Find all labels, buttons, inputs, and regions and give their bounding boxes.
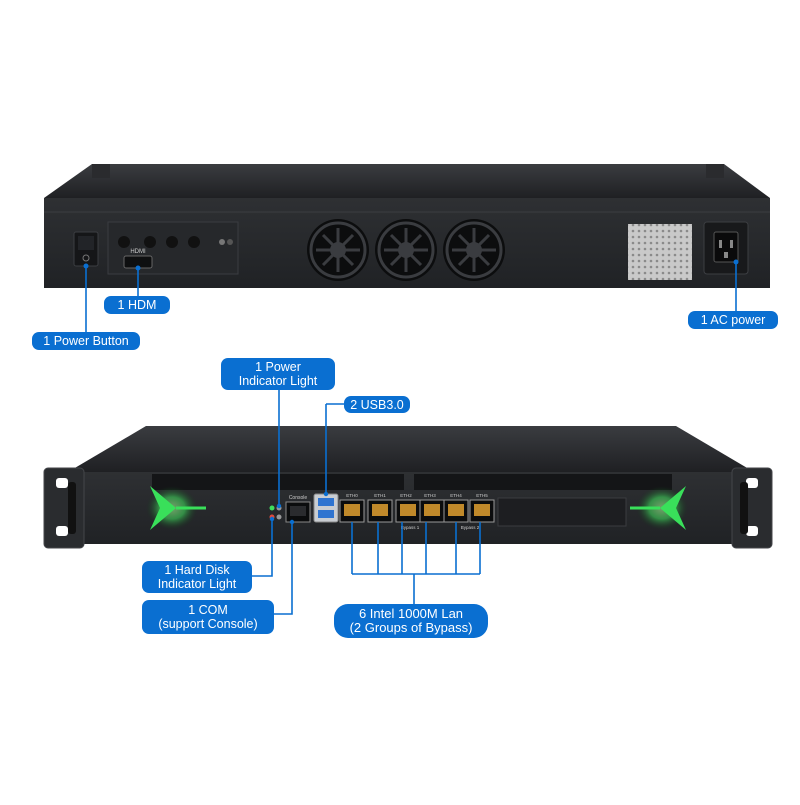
ac-power-label: 1 AC power bbox=[688, 311, 778, 329]
console-port: Console bbox=[285, 495, 311, 523]
lan-port-text-2: ETH2 bbox=[400, 493, 412, 498]
usb-ports bbox=[313, 493, 339, 523]
rear-leader-lines bbox=[85, 262, 737, 332]
hdmi-pointer-dot bbox=[135, 265, 141, 271]
power-indicator-label: 1 Power Indicator Light bbox=[221, 358, 335, 390]
hdmi-port-text: HDMI bbox=[130, 249, 146, 255]
lan-label-line-1: 6 Intel 1000M Lan bbox=[358, 606, 464, 621]
lan-label-line-2: (2 Groups of Bypass) bbox=[349, 620, 473, 635]
rear-io-bracket: HDMI bbox=[107, 221, 239, 275]
bypass-text-2: Bypass 2 bbox=[461, 525, 480, 530]
hard-disk-label-line-1: 1 Hard Disk bbox=[164, 563, 230, 577]
lan-port-text-5: ETH5 bbox=[476, 493, 488, 498]
lan-port-text-0: ETH0 bbox=[346, 493, 358, 498]
rear-power-switch bbox=[73, 231, 99, 267]
lan-label: 6 Intel 1000M Lan (2 Groups of Bypass) bbox=[334, 604, 488, 638]
power-indicator-label-line-2: Indicator Light bbox=[238, 374, 318, 388]
usb-label: 2 USB3.0 bbox=[344, 396, 410, 413]
lan-port-text-4: ETH4 bbox=[450, 493, 462, 498]
hard-disk-indicator-label: 1 Hard Disk Indicator Light bbox=[142, 561, 252, 593]
right-green-led-logo bbox=[630, 486, 688, 530]
rear-fans bbox=[307, 219, 505, 281]
power-button-label: 1 Power Button bbox=[32, 332, 140, 350]
front-chassis bbox=[43, 426, 773, 549]
hard-disk-label-line-2: Indicator Light bbox=[157, 577, 237, 591]
usb-label-text: 2 USB3.0 bbox=[350, 397, 404, 412]
com-label-line-2: (support Console) bbox=[158, 617, 258, 631]
hdmi-label-text: 1 HDM bbox=[117, 298, 157, 312]
ac-power-pointer-dot bbox=[733, 259, 739, 265]
lan-ports: ETH0 ETH1 ETH2 ETH3 ETH4 ETH5 Bypass 1 B… bbox=[339, 493, 495, 530]
rear-psu bbox=[628, 221, 749, 280]
left-green-led-logo bbox=[146, 486, 206, 530]
power-button-pointer-dot bbox=[83, 263, 89, 269]
console-port-text: Console bbox=[289, 495, 308, 501]
lan-port-text-1: ETH1 bbox=[374, 493, 386, 498]
bypass-text-1: Bypass 1 bbox=[401, 525, 420, 530]
hdmi-label: 1 HDM bbox=[104, 296, 170, 314]
power-indicator-label-line-1: 1 Power bbox=[255, 360, 301, 374]
lan-port-text-3: ETH3 bbox=[424, 493, 436, 498]
power-button-label-text: 1 Power Button bbox=[43, 334, 129, 348]
com-label-line-1: 1 COM bbox=[188, 603, 228, 617]
front-leader-lines bbox=[250, 389, 481, 615]
ac-power-label-text: 1 AC power bbox=[700, 313, 766, 327]
com-label: 1 COM (support Console) bbox=[142, 600, 274, 634]
